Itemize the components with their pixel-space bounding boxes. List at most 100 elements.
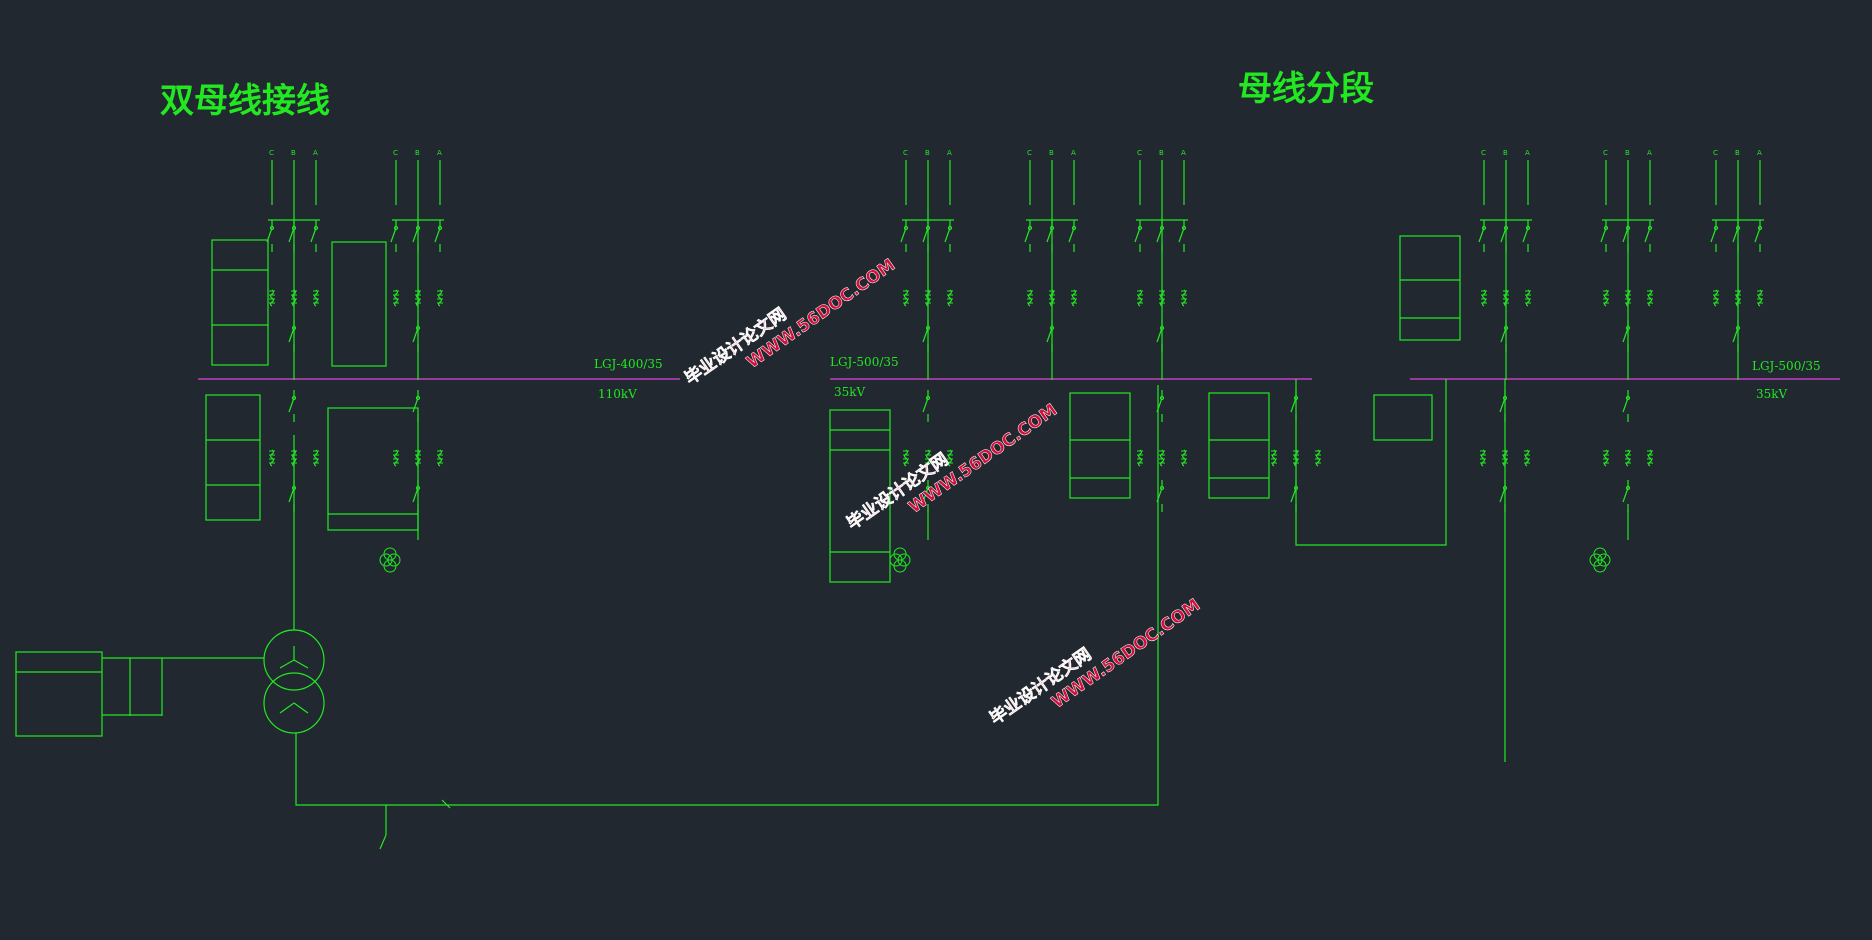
phase-label: C bbox=[1481, 149, 1486, 157]
current-transformer-icon bbox=[268, 449, 276, 467]
current-transformer-icon bbox=[1524, 289, 1532, 307]
title-double-bus: 双母线接线 bbox=[160, 81, 330, 121]
watermark-2: 毕业设计论文网 WWW.56DOC.COM bbox=[843, 400, 1062, 534]
phase-label: C bbox=[1137, 149, 1142, 157]
phase-label: B bbox=[1625, 149, 1630, 157]
current-transformer-icon bbox=[1646, 289, 1654, 307]
bus-35-right-conductor: LGJ-500/35 bbox=[1752, 359, 1821, 373]
phase-label: B bbox=[925, 149, 930, 157]
current-transformer-icon bbox=[1180, 449, 1188, 467]
switch-icon bbox=[1754, 219, 1763, 253]
current-transformer-icon bbox=[1270, 449, 1278, 467]
lower-bay-4 bbox=[1136, 389, 1188, 513]
switch-icon bbox=[288, 219, 297, 253]
current-transformer-icon bbox=[1180, 289, 1188, 307]
switch-icon bbox=[1710, 219, 1719, 253]
current-transformer-icon bbox=[1070, 289, 1078, 307]
switch-icon bbox=[1290, 389, 1299, 423]
phase-label: A bbox=[313, 149, 318, 157]
phase-label: B bbox=[1735, 149, 1740, 157]
switch-icon bbox=[922, 319, 931, 353]
phase-label: B bbox=[291, 149, 296, 157]
phase-label: C bbox=[1713, 149, 1718, 157]
current-transformer-icon bbox=[1136, 449, 1144, 467]
watermark-3: 毕业设计论文网 WWW.56DOC.COM bbox=[986, 595, 1205, 729]
voltage-transformer-icon bbox=[889, 547, 911, 573]
switch-icon bbox=[390, 219, 399, 253]
current-transformer-icon bbox=[1479, 449, 1487, 467]
switch-icon bbox=[1732, 319, 1741, 353]
switch-icon bbox=[412, 389, 421, 423]
switch-icon bbox=[1622, 389, 1631, 423]
switch-icon bbox=[1622, 219, 1631, 253]
switch-icon bbox=[1499, 389, 1508, 423]
phase-label: C bbox=[1603, 149, 1608, 157]
current-transformer-icon bbox=[1602, 289, 1610, 307]
current-transformer-icon bbox=[1624, 449, 1632, 467]
phase-label: B bbox=[1049, 149, 1054, 157]
switch-icon bbox=[944, 219, 953, 253]
switch-icon bbox=[1522, 219, 1531, 253]
current-transformer-icon bbox=[902, 449, 910, 467]
phase-label: A bbox=[1181, 149, 1186, 157]
current-transformer-icon bbox=[1646, 449, 1654, 467]
switch-icon bbox=[1046, 219, 1055, 253]
switch-icon bbox=[900, 219, 909, 253]
switch-icon bbox=[412, 219, 421, 253]
current-transformer-icon bbox=[392, 289, 400, 307]
voltage-transformer-icon bbox=[1589, 547, 1611, 573]
switch-icon bbox=[1622, 479, 1631, 513]
current-transformer-icon bbox=[1523, 449, 1531, 467]
switch-icon bbox=[288, 319, 297, 353]
switch-icon bbox=[288, 479, 297, 513]
switch-icon bbox=[434, 219, 443, 253]
current-transformer-icon bbox=[1712, 289, 1720, 307]
current-transformer-icon bbox=[392, 449, 400, 467]
phase-label: A bbox=[1757, 149, 1762, 157]
phase-label: B bbox=[415, 149, 420, 157]
switch-icon bbox=[922, 219, 931, 253]
switch-icon bbox=[1500, 319, 1509, 353]
switch-icon bbox=[1068, 219, 1077, 253]
switch-icon bbox=[1156, 319, 1165, 353]
current-transformer-icon bbox=[1136, 289, 1144, 307]
switch-icon bbox=[1644, 219, 1653, 253]
title-bus-section: 母线分段 bbox=[1238, 69, 1374, 109]
switch-icon bbox=[1600, 219, 1609, 253]
switch-icon bbox=[1290, 479, 1299, 513]
switch-icon bbox=[1046, 319, 1055, 353]
phase-label: A bbox=[1647, 149, 1652, 157]
bus-35-conductor: LGJ-500/35 bbox=[830, 355, 899, 369]
switch-icon bbox=[1732, 219, 1741, 253]
current-transformer-icon bbox=[1756, 289, 1764, 307]
switch-icon bbox=[412, 319, 421, 353]
current-transformer-icon bbox=[312, 449, 320, 467]
switch-icon bbox=[412, 479, 421, 513]
switch-icon bbox=[310, 219, 319, 253]
current-transformer-icon bbox=[268, 289, 276, 307]
bus-35-voltage: 35kV bbox=[834, 385, 866, 399]
bus-110-voltage: 110kV bbox=[598, 387, 637, 401]
phase-label: C bbox=[903, 149, 908, 157]
current-transformer-icon bbox=[436, 289, 444, 307]
phase-label: A bbox=[1525, 149, 1530, 157]
current-transformer-icon bbox=[1314, 449, 1322, 467]
phase-label: C bbox=[269, 149, 274, 157]
current-transformer-icon bbox=[1480, 289, 1488, 307]
phase-label: A bbox=[1071, 149, 1076, 157]
current-transformer-icon bbox=[1158, 449, 1166, 467]
lower-bay-2 bbox=[379, 389, 444, 573]
switch-icon bbox=[1478, 219, 1487, 253]
switch-icon bbox=[1024, 219, 1033, 253]
current-transformer-icon bbox=[902, 289, 910, 307]
phase-label: A bbox=[947, 149, 952, 157]
